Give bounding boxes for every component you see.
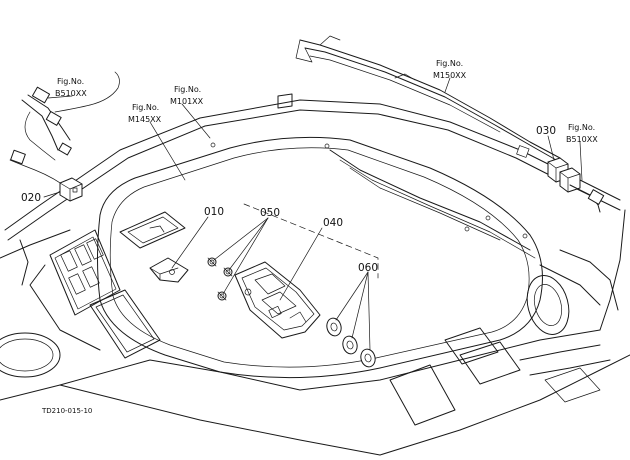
fig-ref-m150: Fig.No. M150XX: [433, 59, 467, 80]
part-050-sockets: [207, 257, 233, 301]
part-callout-050: 050: [260, 207, 280, 219]
fig-ref-b510-left: Fig.No. B510XX: [55, 77, 87, 98]
part-callout-010: 010: [204, 206, 224, 218]
part-010-switch: [149, 257, 189, 283]
fig-ref-label: Fig.No.: [132, 103, 159, 112]
fig-ref-number: M101XX: [170, 97, 204, 106]
fig-ref-number: B510XX: [566, 135, 598, 144]
fig-ref-b510-right: Fig.No. B510XX: [566, 123, 598, 144]
part-callout-030: 030: [536, 125, 556, 137]
fig-ref-m101: Fig.No. M101XX: [170, 85, 204, 106]
drawing-code: TD210-015-10: [41, 407, 92, 415]
leader-lines: [43, 77, 583, 351]
fig-ref-label: Fig.No.: [174, 85, 201, 94]
part-callout-040: 040: [323, 217, 343, 229]
part-040-dome-light: [234, 261, 321, 339]
fig-ref-label: Fig.No.: [57, 77, 84, 86]
part-callout-060: 060: [358, 262, 378, 274]
part-callout-020: 020: [21, 192, 41, 204]
left-switch-panel: [0, 229, 161, 378]
inner-roof-opening: [97, 136, 543, 379]
fig-ref-m145: Fig.No. M145XX: [128, 103, 162, 124]
harness-b510-left: [9, 71, 120, 191]
right-speaker: [526, 275, 570, 335]
part-030-relays: [547, 157, 605, 213]
part-060-lenses: [326, 317, 376, 368]
fig-ref-label: Fig.No.: [568, 123, 595, 132]
fig-ref-label: Fig.No.: [436, 59, 463, 68]
fig-ref-number: B510XX: [55, 89, 87, 98]
group-040-dashed-frame: [243, 203, 379, 279]
fig-ref-number: M150XX: [433, 71, 467, 80]
fig-ref-number: M145XX: [128, 115, 162, 124]
front-lower-panels: [389, 327, 601, 426]
part-020-connector: [59, 177, 83, 202]
dome-light-recess: [119, 211, 186, 249]
harness-m150: [295, 35, 566, 166]
